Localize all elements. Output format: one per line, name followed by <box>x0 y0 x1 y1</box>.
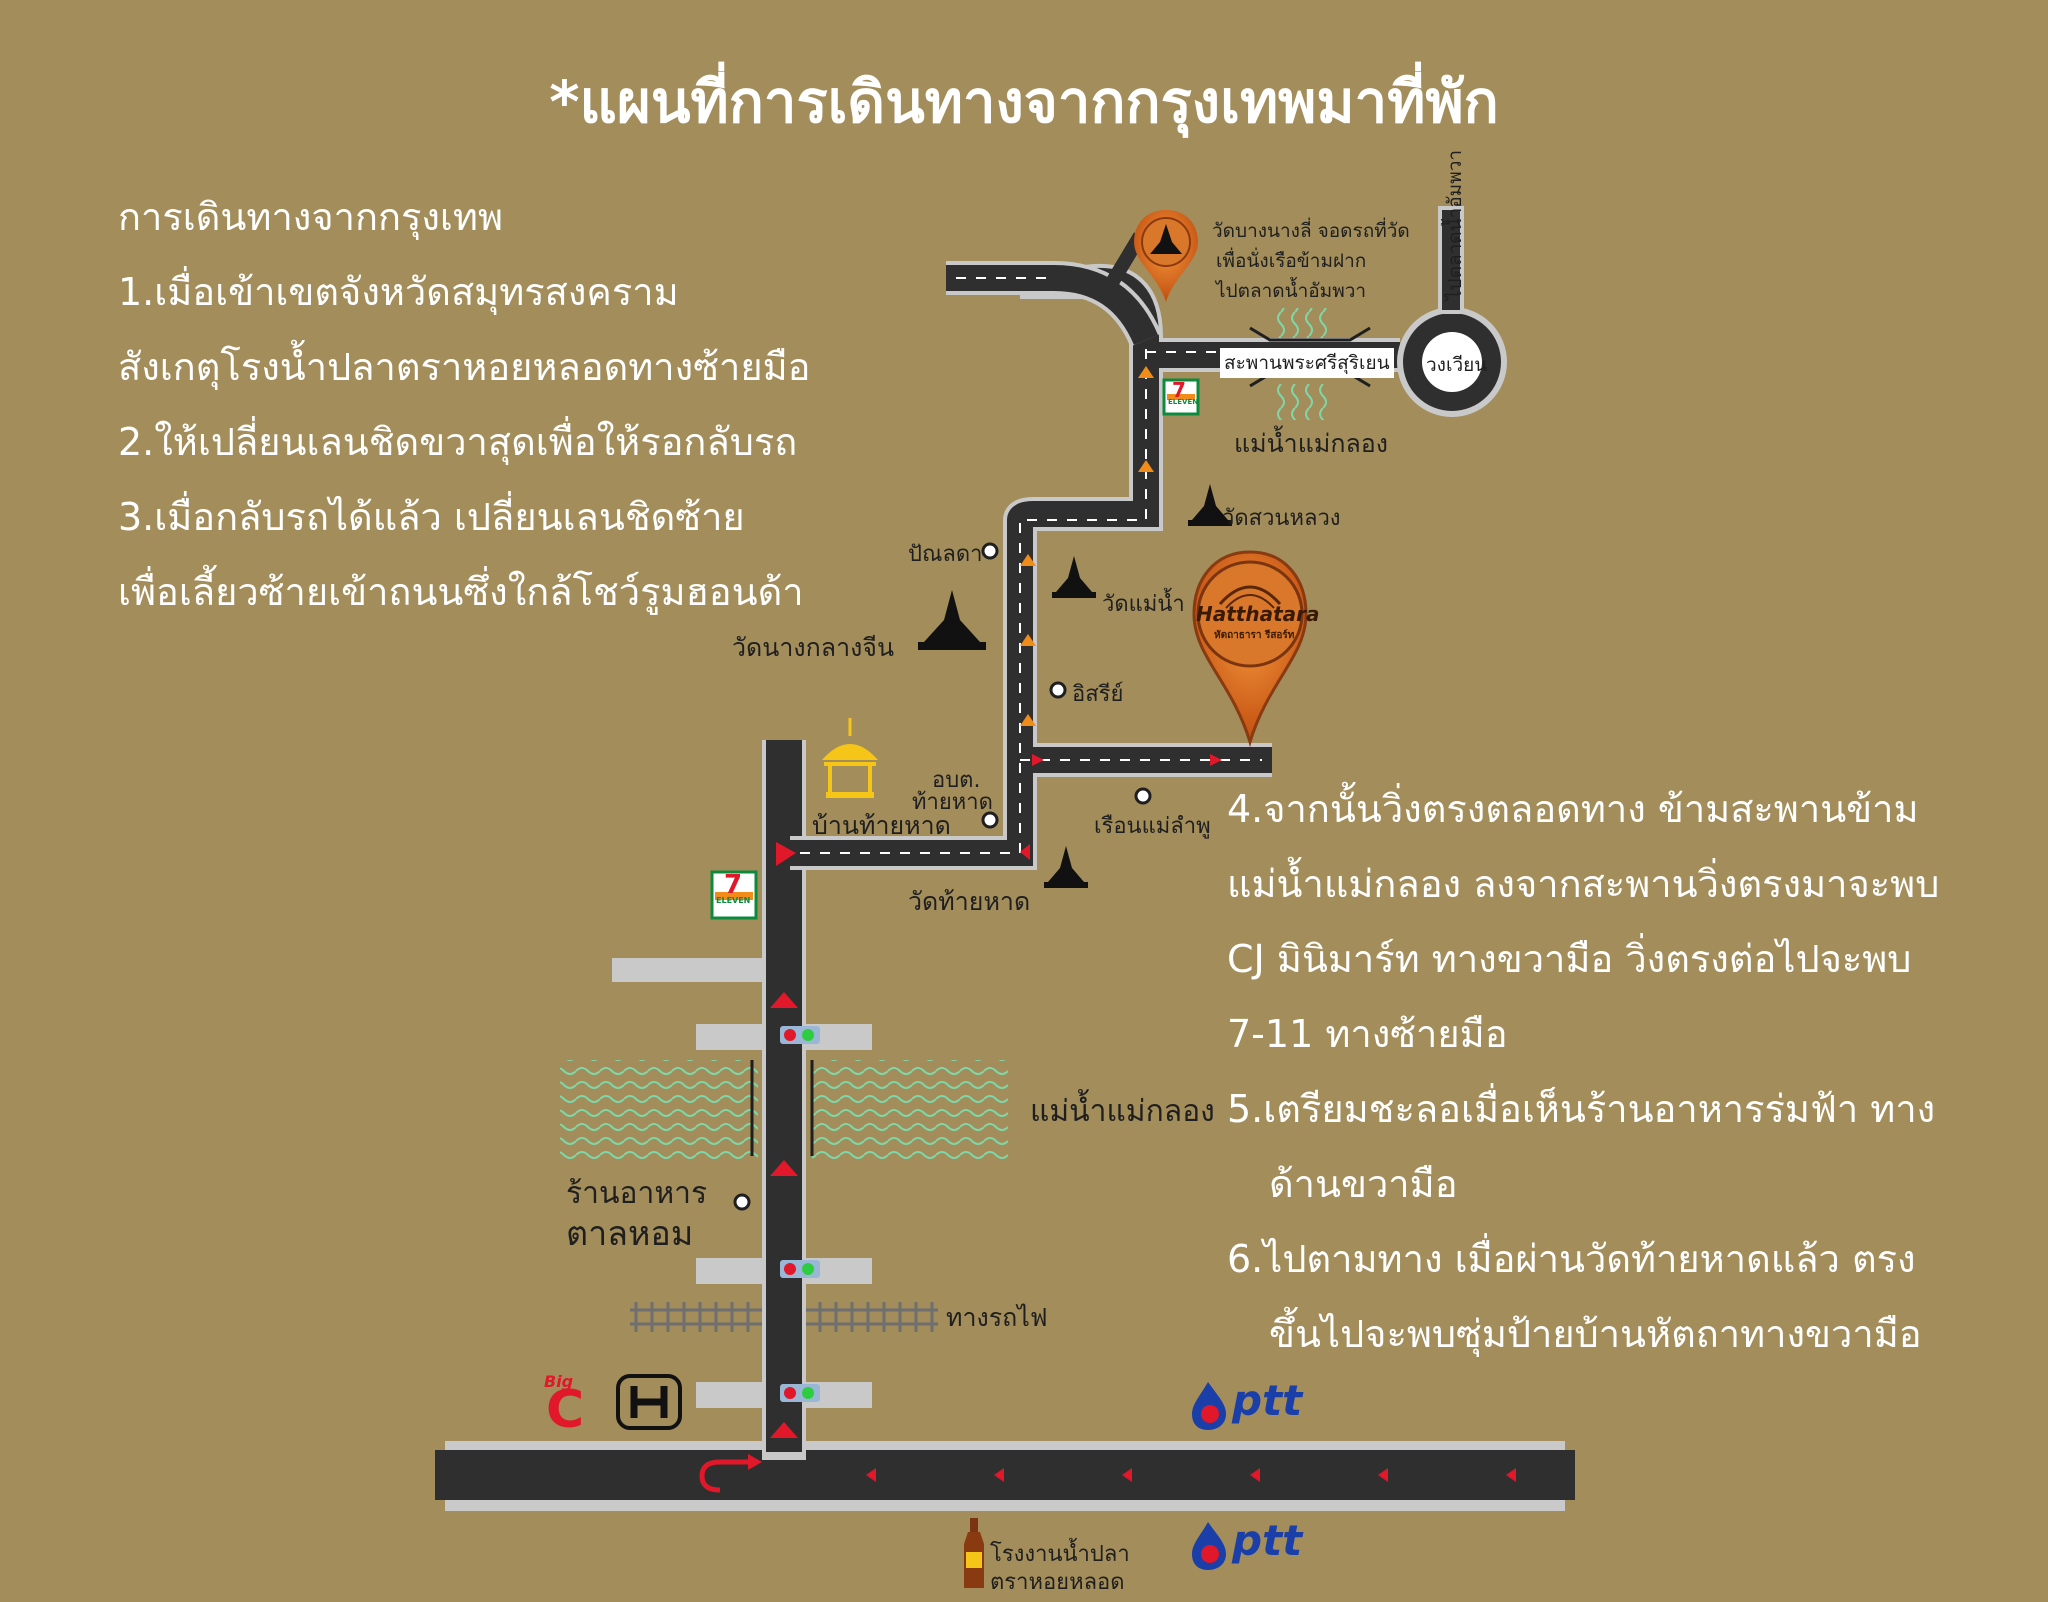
ptt-flame-top <box>1192 1382 1226 1430</box>
river-bottom-right <box>812 1060 1008 1160</box>
label-roundabout: วงเวียน <box>1426 354 1488 376</box>
intro-directions: การเดินทางจากกรุงเทพ 1.เมื่อเข้าเขตจังหว… <box>118 180 878 630</box>
ptt-logo-top: ptt <box>1232 1376 1303 1425</box>
label-temple-top-1: วัดบางนางลี่ จอดรถที่วัด <box>1212 220 1410 242</box>
u-turn-arrow <box>699 1459 752 1493</box>
temple-icons <box>918 484 1232 888</box>
big-c-logo-c: C <box>546 1380 585 1440</box>
label-temple-top-2: เพื่อนั่งเรือข้ามฝาก <box>1216 250 1367 272</box>
river-top-lower <box>1272 384 1332 420</box>
label-obt-1: อบต. <box>932 768 981 793</box>
direction-arrows-red <box>770 754 1516 1482</box>
hatthatara-pin <box>1192 550 1308 748</box>
fish-sauce-bottle-icon <box>964 1518 984 1588</box>
seven-eleven-top-number: 7 <box>1172 378 1186 402</box>
seven-eleven-top <box>1162 378 1200 416</box>
step-line: 6.ไปตามทาง เมื่อผ่านวัดท้ายหาดแล้ว ตรง <box>1227 1237 1916 1281</box>
step-line: 5.เตรียมชะลอเมื่อเห็นร้านอาหารร่มฟ้า ทาง <box>1227 1087 1936 1131</box>
seven-eleven-bottom-number: 7 <box>724 870 743 900</box>
step-line: ขึ้นไปจะพบซุ่มป้ายบ้านหัตถาทางขวามือ <box>1269 1312 1922 1356</box>
label-to-amphawa: ไปตลาดน้ำอัมพวา <box>1444 149 1466 300</box>
temple-pin <box>1134 210 1198 302</box>
seven-eleven-top-text: ELEVEN <box>1168 398 1199 406</box>
step-line: แม่น้ำแม่กลอง ลงจากสะพานวิ่งตรงมาจะพบ <box>1227 862 1940 906</box>
intro-line: 1.เมื่อเข้าเขตจังหวัดสมุทรสงคราม <box>118 270 679 314</box>
branch-road <box>946 265 1158 346</box>
roundabout-island <box>1422 332 1482 392</box>
label-river-bottom: แม่น้ำแม่กลอง <box>1030 1094 1215 1129</box>
label-river-top: แม่น้ำแม่กลอง <box>1234 429 1388 458</box>
big-c-logo-big: Big <box>544 1372 574 1391</box>
label-restaurant-1: ร้านอาหาร <box>566 1176 708 1211</box>
page-title: *แผนที่การเดินทางจากกรุงเทพมาที่พัก <box>549 68 1499 136</box>
steps-directions: 4.จากนั้นวิ่งตรงตลอดทาง ข้ามสะพานข้าม แม… <box>1227 772 2027 1372</box>
label-wat-mae-nam: วัดแม่น้ำ <box>1102 592 1185 617</box>
label-railway: ทางรถไฟ <box>946 1303 1048 1332</box>
ptt-logo-bottom: ptt <box>1232 1516 1303 1565</box>
intro-line: 3.เมื่อกลับรถได้แล้ว เปลี่ยนเลนชิดซ้าย <box>118 495 745 539</box>
intro-line: เพื่อเลี้ยวซ้ายเข้าถนนซึ่งใกล้โชว์รูมฮอน… <box>118 570 804 614</box>
river-bank <box>750 1060 814 1156</box>
label-panlada: ปัณลดา <box>908 542 983 567</box>
honda-logo <box>616 1374 682 1430</box>
label-wat-nang-klang-chin: วัดนางกลางจีน <box>732 633 895 662</box>
u-turn-arrow-head <box>748 1454 762 1470</box>
direction-arrows-orange <box>1020 366 1154 726</box>
location-dots <box>733 542 1152 1211</box>
label-isiri: อิสรีย์ <box>1072 682 1124 707</box>
label-bridge: สะพานพระศรีสุริเยน <box>1220 348 1394 378</box>
shrine-icon <box>822 718 878 798</box>
intro-line: สังเกตุโรงน้ำปลาตราหอยหลอดทางซ้ายมือ <box>118 345 811 389</box>
label-wat-suan-luang: วัดสวนหลวง <box>1222 506 1341 531</box>
traffic-lights <box>780 1026 820 1402</box>
hatthatara-logo-text: Hatthatara <box>1196 602 1320 626</box>
seven-eleven-bottom-text: ELEVEN <box>716 896 751 905</box>
label-ban-thai-hat: บ้านท้ายหาด <box>812 811 951 840</box>
label-temple-top-3: ไปตลาดน้ำอัมพวา <box>1216 280 1367 302</box>
ptt-flame-bottom <box>1192 1522 1226 1570</box>
intro-line: 2.ให้เปลี่ยนเลนชิดขวาสุดเพื่อให้รอกลับรถ <box>118 420 798 464</box>
step-line: ด้านขวามือ <box>1269 1162 1458 1206</box>
seven-eleven-bottom <box>710 870 758 920</box>
step-line: 7-11 ทางซ้ายมือ <box>1227 1012 1508 1056</box>
label-wat-thai-hat: วัดท้ายหาด <box>908 887 1031 916</box>
label-obt-2: ท้ายหาด <box>912 790 993 815</box>
step-line: CJ มินิมาร์ท ทางขวามือ วิ่งตรงต่อไปจะพบ <box>1227 937 1912 981</box>
intro-line: การเดินทางจากกรุงเทพ <box>118 195 504 239</box>
river-bottom-left <box>560 1060 758 1160</box>
label-fish-sauce-2: ตราหอยหลอด <box>990 1570 1125 1595</box>
highway <box>435 1450 1575 1500</box>
road-to-amphawa <box>1438 206 1464 314</box>
step-line: 4.จากนั้นวิ่งตรงตลอดทาง ข้ามสะพานข้าม <box>1227 787 1919 831</box>
label-restaurant-2: ตาลหอม <box>566 1214 694 1254</box>
label-fish-sauce-1: โรงงานน้ำปลา <box>990 1542 1130 1567</box>
hatthatara-logo-subtext: หัตถาธารา รีสอร์ท <box>1214 630 1295 641</box>
label-ruean-mae-lampu: เรือนแม่ลำพู <box>1094 814 1211 839</box>
